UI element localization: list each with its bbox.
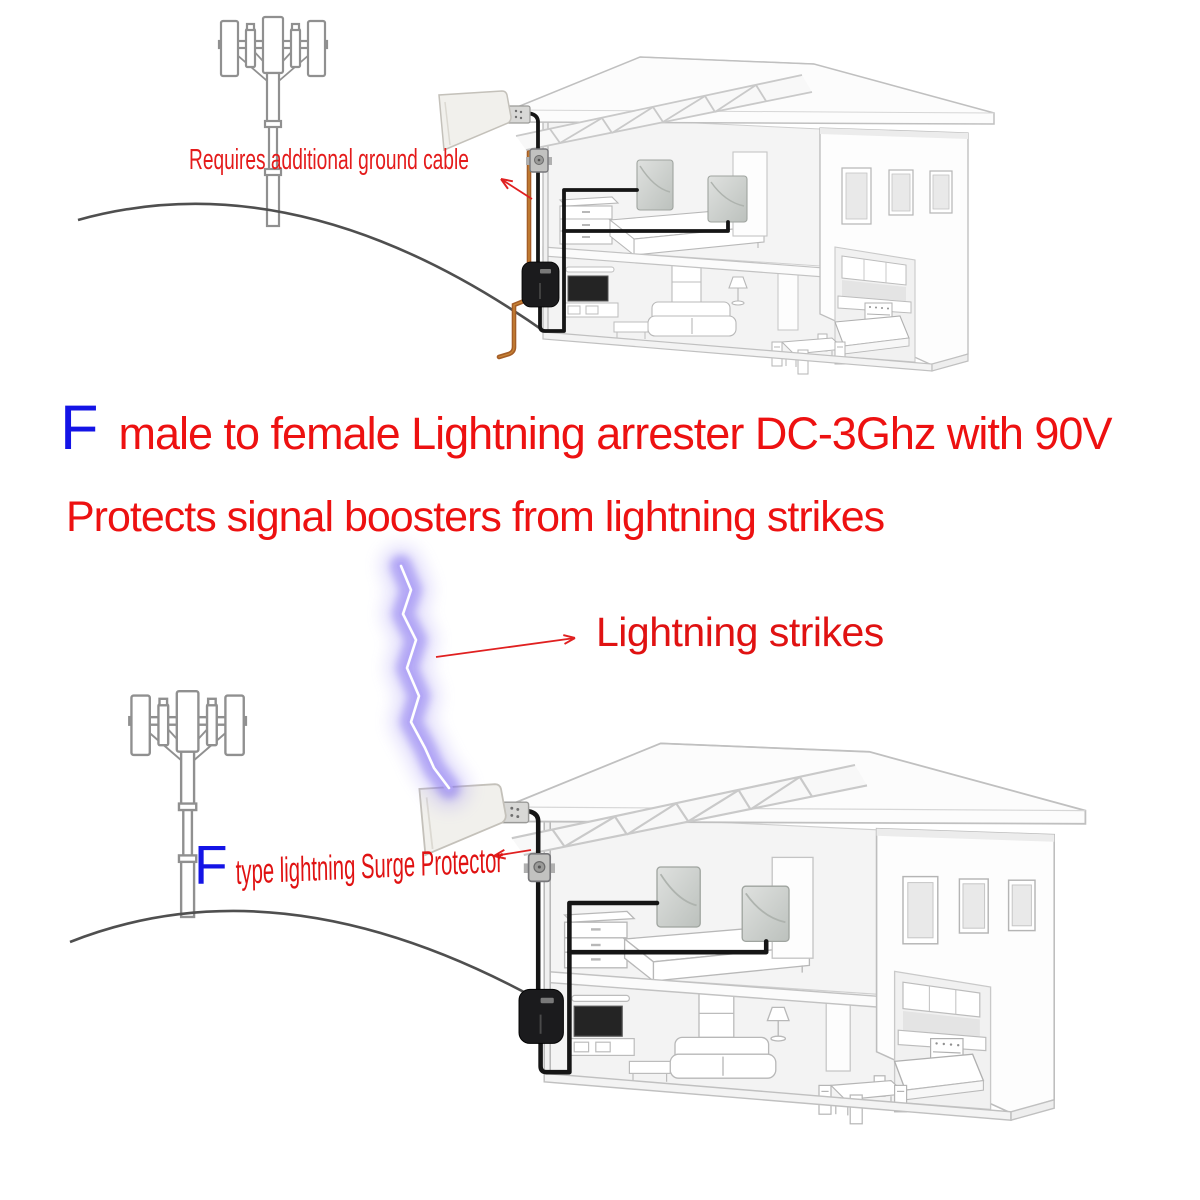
house-illustration-top <box>437 55 996 376</box>
headline-text: male to female Lightning arrester DC-3Gh… <box>118 408 1112 459</box>
house-illustration-bottom <box>419 743 1085 1123</box>
ground-cable <box>496 149 532 360</box>
lightning-bolt-icon <box>380 545 470 809</box>
hill-line <box>69 909 561 1014</box>
ground-cable-arrow <box>500 178 533 200</box>
surge-protector-label: F type lightning Surge Protector <box>194 838 697 893</box>
surge-label-text: type lightning Surge Protector <box>235 840 503 892</box>
bottom-scene-illustration <box>69 545 1085 1124</box>
surge-arrow <box>493 848 532 860</box>
lightning-arrow <box>435 634 576 658</box>
lightning-strikes-label: Lightning strikes <box>596 609 884 655</box>
top-scene-illustration <box>77 15 996 376</box>
hill-line <box>77 202 549 336</box>
ground-cable-label: Requires additional ground cable <box>189 144 469 176</box>
cell-tower-icon <box>217 15 329 228</box>
surge-label-f-prefix: F <box>194 834 228 896</box>
headline-f-prefix: F <box>60 393 99 463</box>
headline: F male to female Lightning arrester DC-3… <box>60 393 1112 463</box>
subheadline: Protects signal boosters from lightning … <box>66 493 885 541</box>
